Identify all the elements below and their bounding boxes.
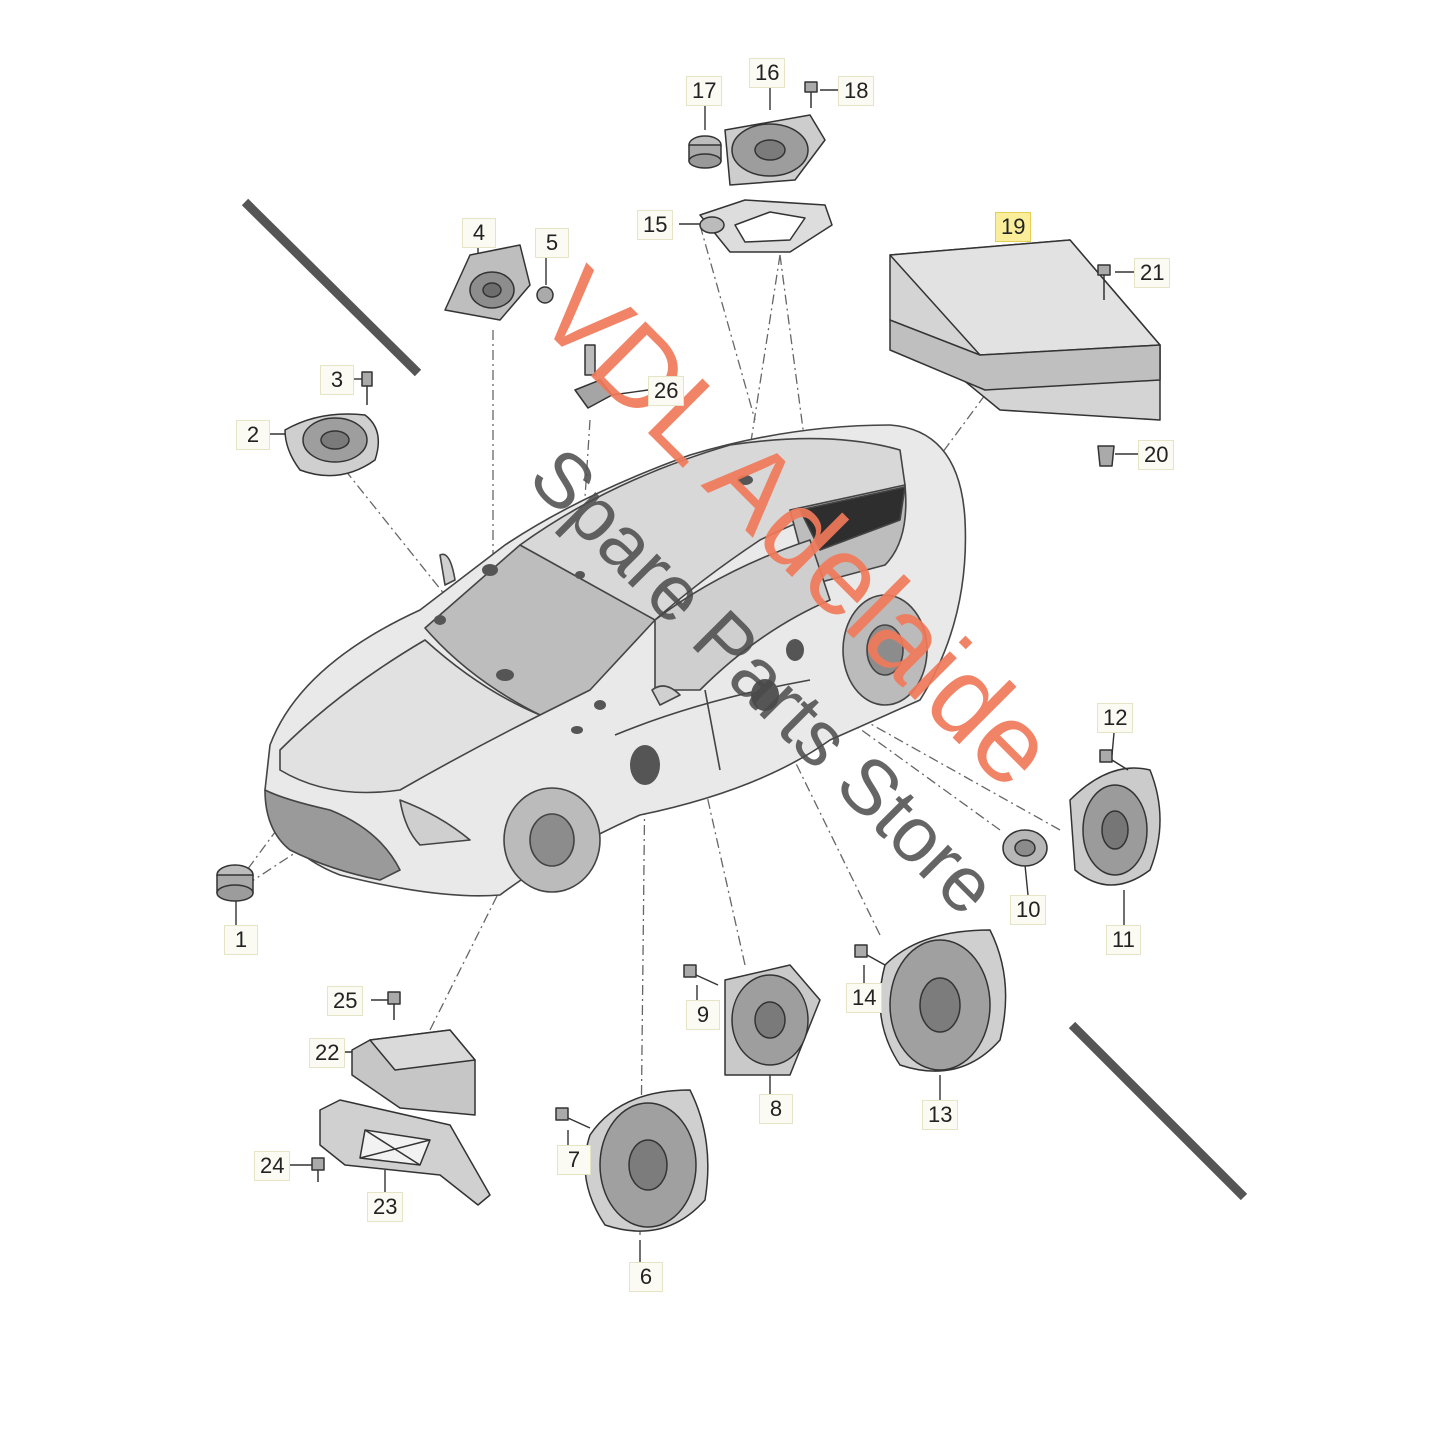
callout-6[interactable]: 6 bbox=[629, 1262, 663, 1292]
part-15-gasket bbox=[699, 199, 833, 253]
callout-5[interactable]: 5 bbox=[535, 228, 569, 258]
part-12-screw bbox=[1099, 749, 1129, 771]
callout-16[interactable]: 16 bbox=[749, 58, 786, 88]
callout-20[interactable]: 20 bbox=[1138, 440, 1175, 470]
part-21-screw bbox=[1097, 264, 1111, 300]
car-headlight bbox=[399, 799, 471, 846]
decor-bar-top-left bbox=[241, 198, 422, 377]
callout-4[interactable]: 4 bbox=[462, 218, 496, 248]
part-19-subwoofer bbox=[889, 239, 1161, 421]
part-11-speaker bbox=[1069, 767, 1161, 886]
callout-23[interactable]: 23 bbox=[367, 1192, 404, 1222]
callout-14[interactable]: 14 bbox=[846, 983, 883, 1013]
callout-2[interactable]: 2 bbox=[236, 420, 270, 450]
callout-10[interactable]: 10 bbox=[1010, 895, 1047, 925]
callout-7[interactable]: 7 bbox=[557, 1145, 591, 1175]
speaker-spots bbox=[434, 475, 804, 785]
part-5-nut bbox=[536, 286, 554, 304]
callout-8[interactable]: 8 bbox=[759, 1094, 793, 1124]
mirror-right bbox=[651, 685, 681, 706]
car-body bbox=[264, 424, 967, 897]
part-18-screw bbox=[804, 81, 818, 108]
part-2-speaker bbox=[284, 413, 380, 477]
callout-24[interactable]: 24 bbox=[254, 1151, 291, 1181]
car-windshield bbox=[424, 544, 656, 716]
callout-22[interactable]: 22 bbox=[309, 1038, 346, 1068]
rear-shelf-subwoofer bbox=[799, 486, 906, 551]
callout-1[interactable]: 1 bbox=[224, 925, 258, 955]
part-16-speaker bbox=[724, 114, 826, 186]
part-23-bracket bbox=[319, 1099, 491, 1206]
part-6-woofer bbox=[584, 1089, 709, 1232]
callout-17[interactable]: 17 bbox=[686, 76, 723, 106]
part-7-screw bbox=[555, 1107, 591, 1129]
part-26-bracket bbox=[574, 344, 613, 409]
callout-25[interactable]: 25 bbox=[327, 986, 364, 1016]
callout-11[interactable]: 11 bbox=[1106, 925, 1141, 955]
car-grille bbox=[264, 789, 401, 881]
mirror-left bbox=[439, 553, 456, 586]
car-door-line bbox=[614, 679, 811, 736]
part-13-woofer bbox=[879, 929, 1007, 1072]
part-17-ring bbox=[688, 135, 722, 169]
callout-18[interactable]: 18 bbox=[838, 76, 875, 106]
part-4-tweeter bbox=[444, 244, 531, 321]
callout-19[interactable]: 19 bbox=[995, 212, 1032, 242]
part-3-screw bbox=[361, 371, 373, 405]
callout-13[interactable]: 13 bbox=[922, 1100, 959, 1130]
callout-15[interactable]: 15 bbox=[637, 210, 674, 240]
part-10-tweeter bbox=[1002, 829, 1048, 867]
part-14-screw bbox=[854, 944, 886, 966]
part-24-screw bbox=[311, 1157, 325, 1182]
rear-wheel-hub bbox=[866, 624, 904, 676]
decor-bar-bottom-right bbox=[1068, 1021, 1248, 1201]
part-20-clip bbox=[1097, 445, 1115, 467]
part-1-tweeter-cap bbox=[216, 864, 254, 902]
car-door-line-2 bbox=[704, 689, 721, 771]
car-hood bbox=[279, 639, 541, 794]
front-wheel-hub bbox=[529, 813, 575, 867]
part-25-screw bbox=[387, 991, 401, 1020]
part-22-amplifier bbox=[351, 1029, 476, 1116]
callout-26[interactable]: 26 bbox=[648, 376, 685, 406]
callout-12[interactable]: 12 bbox=[1097, 703, 1134, 733]
part-9-screw bbox=[683, 964, 719, 986]
car-side-windows bbox=[654, 539, 831, 691]
part-8-speaker bbox=[724, 964, 821, 1076]
parts bbox=[216, 81, 1161, 1232]
car-roof bbox=[519, 437, 906, 621]
callout-21[interactable]: 21 bbox=[1134, 258, 1171, 288]
callout-9[interactable]: 9 bbox=[686, 1000, 720, 1030]
callout-3[interactable]: 3 bbox=[320, 365, 354, 395]
